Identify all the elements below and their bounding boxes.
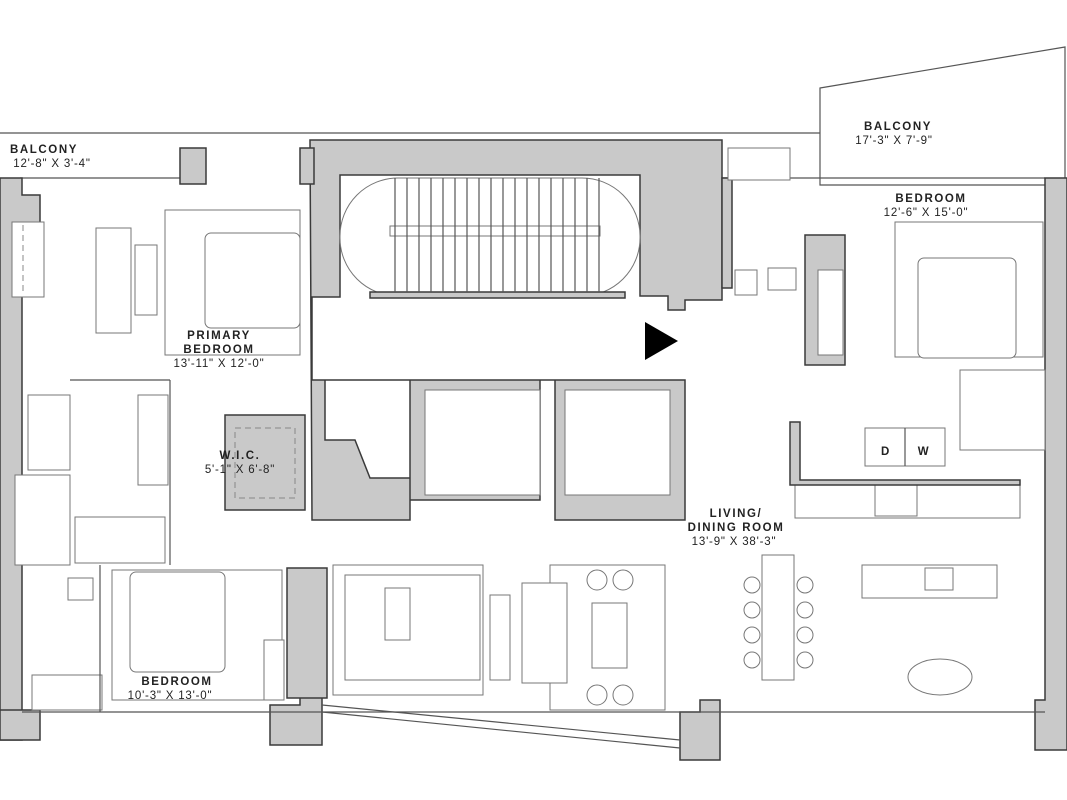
entry-arrow-icon [645,322,678,360]
east-bath-toilet [734,269,758,296]
washer-label: W [918,446,930,458]
primary-sofa [95,227,132,334]
exterior-walls [0,46,1067,761]
desk-south [263,639,285,701]
toilet-primary [27,394,71,471]
living-dining-name-1: LIVING/ [710,508,763,520]
balcony-east-outline [819,46,1066,186]
primary-bed [204,232,301,329]
living-dining-dims: 13'-9" X 38'-3" [692,536,777,548]
sofa-2 [521,582,568,684]
console [489,594,511,681]
coffee-table-1 [384,587,411,641]
wic-shelving [234,427,296,499]
elevator-1 [424,389,541,496]
living-dining-name-2: DINING ROOM [688,522,785,534]
wardrobe [11,221,45,298]
east-bath-2 [959,369,1046,451]
south-bed [129,571,226,673]
breakfast-table [907,658,973,696]
elevator-2 [564,389,671,496]
wic-dims: 5'-1" X 6'-8" [205,464,275,476]
coffee-table-2 [591,602,628,669]
balcony-east-dims: 17'-3" X 7'-9" [855,135,932,147]
staircase [339,177,641,299]
bathtub-south [31,674,103,711]
east-bath-sink [767,267,797,291]
primary-bedroom-dims: 13'-11" X 12'-0" [174,358,265,370]
balcony-west-dims: 12'-8" X 3'-4" [13,158,90,170]
balcony-west-name: BALCONY [10,144,78,156]
wic-name: W.I.C. [220,450,261,462]
bedroom-east-name: BEDROOM [895,193,966,205]
primary-bedroom-name-2: BEDROOM [183,344,254,356]
sectional-sofa [344,574,481,681]
cooktop [874,483,918,517]
bathtub-primary [74,516,166,564]
east-bed [917,257,1017,359]
balcony-east-name: BALCONY [864,121,932,133]
primary-bedroom-name-1: PRIMARY [187,330,251,342]
east-bath-tub [727,147,791,181]
east-wardrobe [817,269,844,356]
dining-table [761,554,795,681]
primary-bench [134,244,158,316]
shower [14,474,71,566]
bedroom-south-name: BEDROOM [141,676,212,688]
bathroom-vanity [137,394,169,486]
sink-south [67,577,94,601]
stair-treads [394,178,600,292]
dryer-label: D [881,446,891,458]
bedroom-east-dims: 12'-6" X 15'-0" [884,207,969,219]
bedroom-south-dims: 10'-3" X 13'-0" [128,690,213,702]
